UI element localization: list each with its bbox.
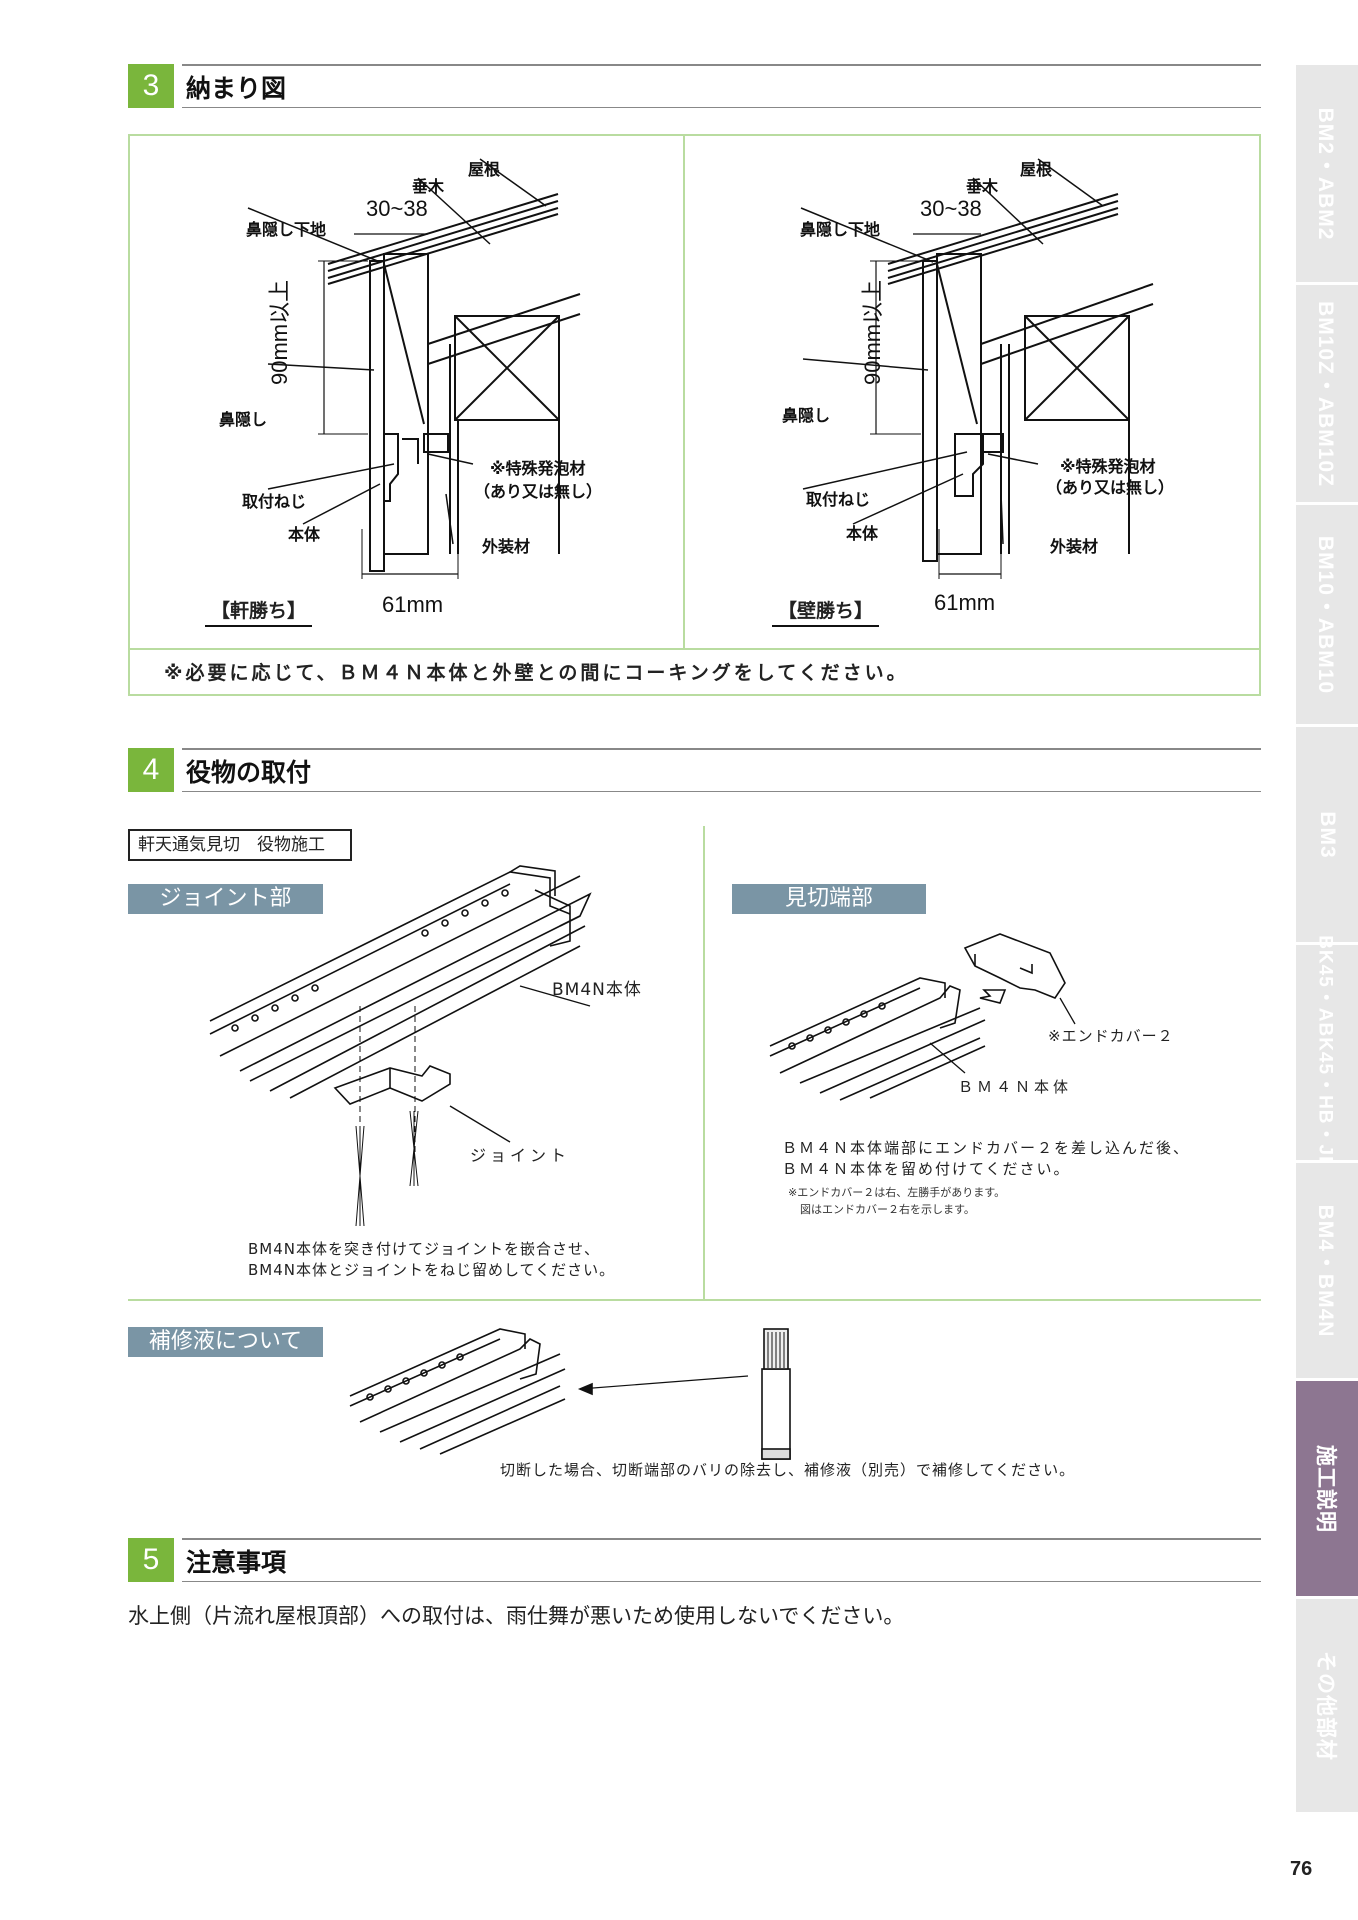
- header-rule-top: [182, 64, 1261, 66]
- right-caption: 【壁勝ち】: [772, 596, 880, 627]
- repair-desc: 切断した場合、切断端部のバリの除去し、補修液（別売）で補修してください。: [500, 1461, 1076, 1479]
- end-note-line2: 図はエンドカバー２右を示します。: [800, 1203, 975, 1216]
- right-foam-label: ※特殊発泡材: [1060, 457, 1156, 476]
- section4-number: 4: [128, 748, 174, 792]
- left-body-label: 本体: [288, 525, 321, 544]
- tab-label: その他部材: [1314, 1650, 1337, 1761]
- end-body-label: ＢＭ４Ｎ本体: [958, 1078, 1073, 1096]
- right-exterior-label: 外装材: [1050, 537, 1099, 556]
- section3-header: 3 納まり図: [128, 64, 1261, 108]
- joint-tag: ジョイント部: [128, 884, 323, 914]
- right-dim-top: 30~38: [920, 196, 982, 221]
- joint-desc-line1: BM4N本体を突き付けてジョイントを嵌合させ、: [248, 1240, 600, 1258]
- end-cover-drawing: [769, 933, 1076, 1101]
- right-dim-vertical: 90mm以上: [860, 279, 885, 385]
- tab-bm10-abm10[interactable]: BM10・ABM10: [1296, 502, 1358, 724]
- tab-bm4-bm4n[interactable]: BM4・BM4N: [1296, 1160, 1358, 1378]
- repair-tag: 補修液について: [128, 1327, 323, 1357]
- left-fascia-base-label: 鼻隠し下地: [246, 220, 327, 239]
- left-dim-top: 30~38: [366, 196, 428, 221]
- tab-bm3[interactable]: BM3: [1296, 724, 1358, 942]
- header-rule-top: [182, 1538, 1261, 1540]
- install-method-box: 軒天通気見切 役物施工: [128, 829, 352, 861]
- tab-label: BM10・ABM10: [1314, 535, 1337, 694]
- right-fascia-label: 鼻隠し: [782, 406, 831, 425]
- left-rafter-label: 垂木: [412, 177, 445, 196]
- section3-note: ※必要に応じて、ＢＭ４Ｎ本体と外壁との間にコーキングをしてください。: [164, 662, 909, 684]
- page-number: 76: [1290, 1858, 1313, 1880]
- end-desc-line2: ＢＭ４Ｎ本体を留め付けてください。: [782, 1160, 1071, 1178]
- right-dim-bottom: 61mm: [934, 590, 996, 615]
- left-exterior-label: 外装材: [482, 537, 531, 556]
- right-roof-label: 屋根: [1020, 160, 1053, 179]
- tab-label: BM3: [1316, 810, 1339, 859]
- tab-label: 施工説明: [1314, 1444, 1337, 1533]
- section3-title: 納まり図: [186, 74, 287, 103]
- left-screw-label: 取付ねじ: [242, 492, 307, 511]
- left-fascia-label: 鼻隠し: [219, 410, 268, 429]
- header-rule-bottom: [182, 1581, 1261, 1582]
- section4-divider-horizontal: [128, 1299, 1261, 1301]
- section4-title: 役物の取付: [186, 758, 312, 787]
- end-note-line1: ※エンドカバー２は右、左勝手があります。: [788, 1186, 1006, 1199]
- tab-bk45[interactable]: BK45・ABK45・HB・JB: [1296, 935, 1358, 1170]
- left-dim-vertical: 90mm以上: [267, 279, 292, 385]
- tab-label: BM2・ABM2: [1314, 107, 1337, 240]
- tab-bm2-abm2[interactable]: BM2・ABM2: [1296, 62, 1358, 282]
- panel-divider-vertical: [683, 136, 685, 648]
- tab-other-parts[interactable]: その他部材: [1296, 1596, 1358, 1812]
- tab-label: BM10Z・ABM10Z: [1314, 300, 1337, 487]
- section5-header: 5 注意事項: [128, 1538, 1261, 1582]
- left-roof-label: 屋根: [468, 160, 501, 179]
- right-screw-label: 取付ねじ: [806, 490, 871, 509]
- joint-body-label: BM4N本体: [552, 980, 642, 1000]
- left-foam-note: （あり又は無し）: [474, 482, 603, 501]
- section5-body: 水上側（片流れ屋根頂部）への取付は、雨仕舞が悪いため使用しないでください。: [128, 1604, 905, 1628]
- left-foam-label: ※特殊発泡材: [490, 459, 586, 478]
- eave-detail-drawing-right: [800, 158, 1154, 579]
- tab-label: BM4・BM4N: [1314, 1204, 1337, 1337]
- header-rule-bottom: [182, 107, 1261, 108]
- header-rule-bottom: [182, 791, 1261, 792]
- tab-bm10z-abm10z[interactable]: BM10Z・ABM10Z: [1296, 282, 1358, 502]
- joint-drawing: [209, 865, 592, 1227]
- end-desc-line1: ＢＭ４Ｎ本体端部にエンドカバー２を差し込んだ後、: [782, 1139, 1191, 1157]
- section4-divider-vertical: [703, 826, 705, 1300]
- right-rafter-label: 垂木: [966, 177, 999, 196]
- header-rule-top: [182, 748, 1261, 750]
- left-caption: 【軒勝ち】: [205, 596, 313, 627]
- joint-desc-line2: BM4N本体とジョイントをねじ留めしてください。: [248, 1261, 616, 1279]
- tab-label: BK45・ABK45・HB・JB: [1314, 934, 1336, 1171]
- section5-title: 注意事項: [186, 1548, 287, 1577]
- right-foam-note: （あり又は無し）: [1046, 478, 1175, 497]
- right-fascia-base-label: 鼻隠し下地: [800, 220, 881, 239]
- panel-divider-horizontal: [130, 648, 1259, 650]
- end-part-tag: 見切端部: [732, 884, 926, 914]
- section3-panel: ※必要に応じて、ＢＭ４Ｎ本体と外壁との間にコーキングをしてください。: [128, 134, 1261, 696]
- end-cover-label: ※エンドカバー２: [1048, 1027, 1174, 1045]
- section4-header: 4 役物の取付: [128, 748, 1261, 792]
- joint-label: ジョイント: [470, 1146, 571, 1165]
- section3-number: 3: [128, 64, 174, 108]
- left-dim-bottom: 61mm: [382, 592, 444, 617]
- repair-drawing: [349, 1328, 791, 1460]
- tab-installation[interactable]: 施工説明: [1296, 1378, 1358, 1596]
- eave-detail-drawing-left: [247, 158, 581, 579]
- right-body-label: 本体: [846, 524, 879, 543]
- section5-number: 5: [128, 1538, 174, 1582]
